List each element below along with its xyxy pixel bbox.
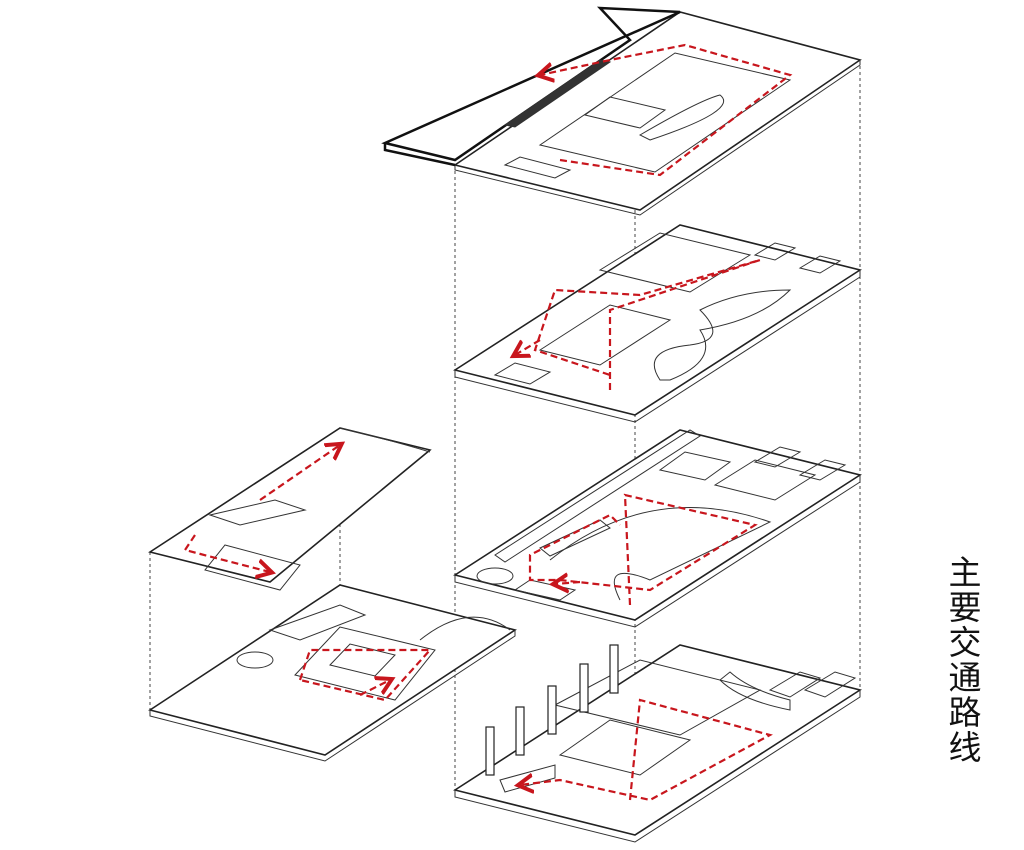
- legend-label: 主要交通路线: [943, 555, 982, 765]
- floor-1-plate: [453, 644, 862, 843]
- floor-3-plate: [453, 224, 862, 423]
- route-floor-1: [520, 698, 773, 802]
- route-annex-upper-1: [259, 445, 340, 501]
- floor-4-plate: [381, 6, 862, 216]
- route-annex-upper-2: [183, 534, 270, 572]
- route-floor-3: [533, 258, 761, 390]
- columns: [485, 644, 619, 776]
- floor-2-plate: [453, 429, 862, 628]
- route-floor-4: [540, 43, 793, 177]
- route-annex-ground: [298, 648, 433, 702]
- annex-building: [148, 427, 517, 762]
